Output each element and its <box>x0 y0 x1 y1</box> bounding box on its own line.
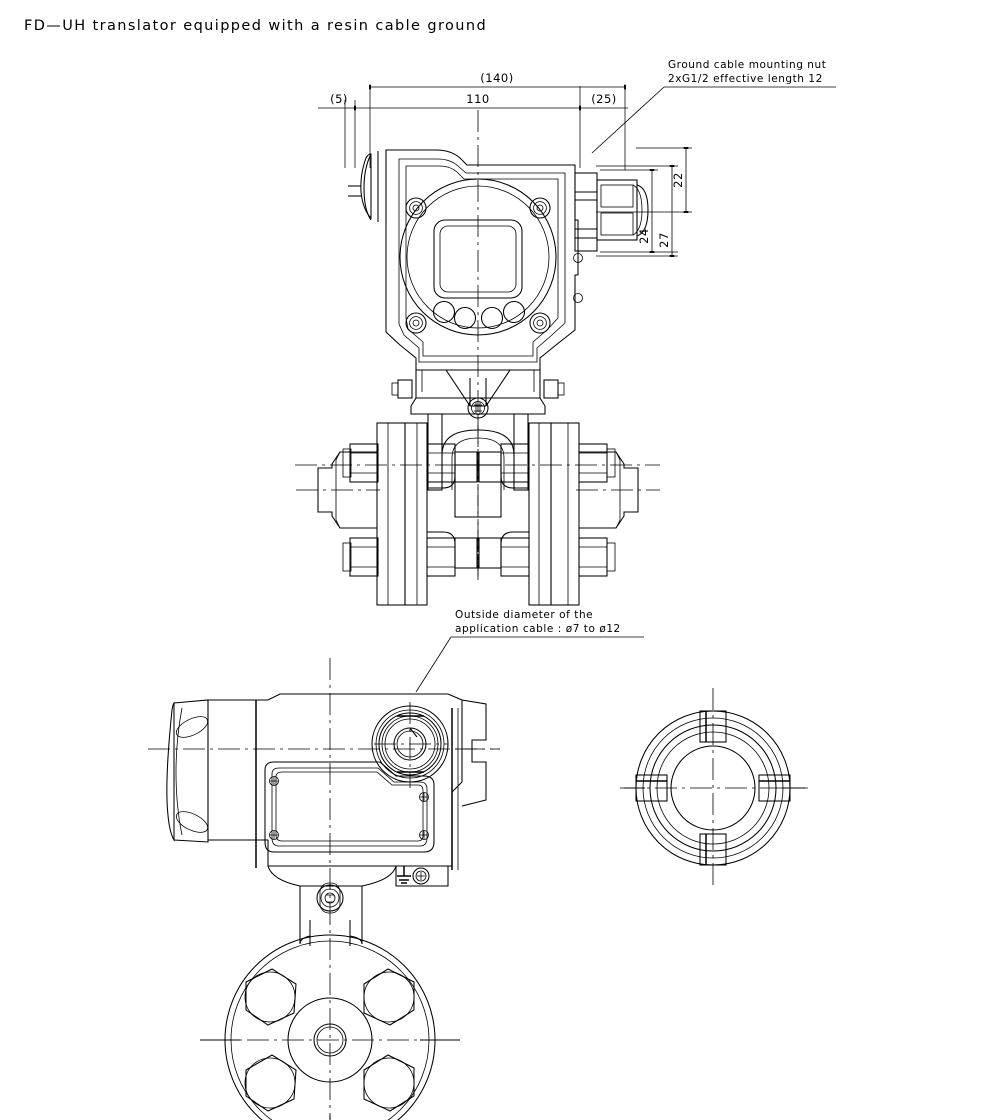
annotation-cable-diameter: Outside diameter of the application cabl… <box>415 609 644 693</box>
dim-left-offset: (5) <box>330 92 348 106</box>
nameplate <box>264 761 435 853</box>
annotation-ground-nut: Ground cable mounting nut 2xG1/2 effecti… <box>591 59 836 154</box>
technical-drawing-svg: .l {fill:none;stroke:#000;stroke-width:1… <box>148 59 836 1120</box>
side-lower-body <box>267 865 452 944</box>
housing-side-nub-2 <box>573 293 583 303</box>
side-housing-outline <box>207 693 463 867</box>
flange-bolts-lower <box>342 531 616 577</box>
housing-outline <box>385 149 579 371</box>
right-flange-assembly <box>528 422 660 606</box>
cable-dia-note-line2: application cable : ø7 to ø12 <box>455 623 621 635</box>
housing-corner-bolts <box>405 197 551 334</box>
title-block: FD—UH translator equipped with a resin c… <box>24 18 487 34</box>
ground-nut-note-line2: 2xG1/2 effective length 12 <box>668 73 823 85</box>
right-end-view <box>620 688 808 888</box>
cable-gland-front <box>596 179 649 241</box>
side-view <box>148 658 500 1120</box>
lcd-window-inner <box>439 225 517 293</box>
front-push-buttons <box>432 300 526 330</box>
dim-gland-22: 22 <box>671 172 685 188</box>
lcd-window-outer <box>433 219 523 299</box>
dimension-group-top: (140) 110 (5) (25) <box>318 71 628 170</box>
cable-gland-side <box>371 702 449 788</box>
flange-hex-bolts <box>244 968 415 1112</box>
dim-overall-width: (140) <box>480 71 513 85</box>
end-view-lugs <box>635 710 791 866</box>
cable-dia-note-line1: Outside diameter of the <box>455 609 593 621</box>
display-bezel-inner <box>406 185 550 329</box>
display-bezel-outer <box>399 178 557 336</box>
earth-ground-symbol <box>397 866 411 884</box>
ground-nut-note-line1: Ground cable mounting nut <box>668 59 826 71</box>
side-left-cover <box>166 699 209 843</box>
housing-side-nub-1 <box>573 253 583 263</box>
drawing-title: FD—UH translator equipped with a resin c… <box>24 18 487 34</box>
dimension-group-gland-vertical: 22 24 27 <box>596 147 692 257</box>
dim-right-offset: (25) <box>591 92 617 106</box>
left-flange-assembly <box>296 422 428 606</box>
bottom-flange-view <box>200 934 460 1120</box>
flange-bolts-upper <box>342 443 616 489</box>
dim-gland-27: 27 <box>657 232 671 248</box>
front-view <box>295 110 660 606</box>
dim-body-width: 110 <box>466 92 489 106</box>
left-cover-front <box>360 150 387 224</box>
dim-gland-24: 24 <box>637 228 651 244</box>
